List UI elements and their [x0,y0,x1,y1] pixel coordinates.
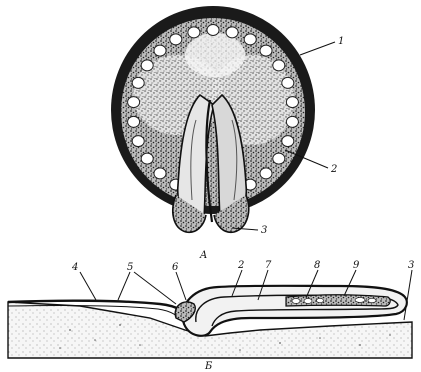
bead [128,116,140,127]
label-b-2: 2 [237,260,244,271]
bead [207,25,219,36]
bead [188,27,200,38]
bead [273,153,285,164]
bead [226,27,238,38]
bead [260,45,272,56]
label-b-6: 6 [172,262,179,273]
label-a-3: 3 [261,225,267,236]
bead [282,136,294,147]
label-a-2: 2 [330,164,337,175]
label-b-8: 8 [314,260,320,271]
label-a-1: 1 [338,36,344,47]
caption-a: A [199,250,207,261]
label-b-9: 9 [353,260,360,271]
label-b-4: 4 [71,262,78,273]
bead [128,97,140,108]
bead [286,116,298,127]
caption-b: Б [204,361,213,372]
bead [282,77,294,88]
figure-a: 1 2 3 A [111,6,344,261]
bead [132,77,144,88]
label-b-7: 7 [265,260,272,271]
bead [154,168,166,179]
bead [154,45,166,56]
bead [286,97,298,108]
bead [141,153,153,164]
bead [260,168,272,179]
label-b-3: 3 [408,260,414,271]
label-b-5: 5 [127,262,133,273]
bead [132,136,144,147]
bead [244,34,256,45]
bead [273,60,285,71]
bead [141,60,153,71]
bead [170,34,182,45]
figure-b: 4 5 6 2 7 8 9 3 Б [8,260,414,372]
